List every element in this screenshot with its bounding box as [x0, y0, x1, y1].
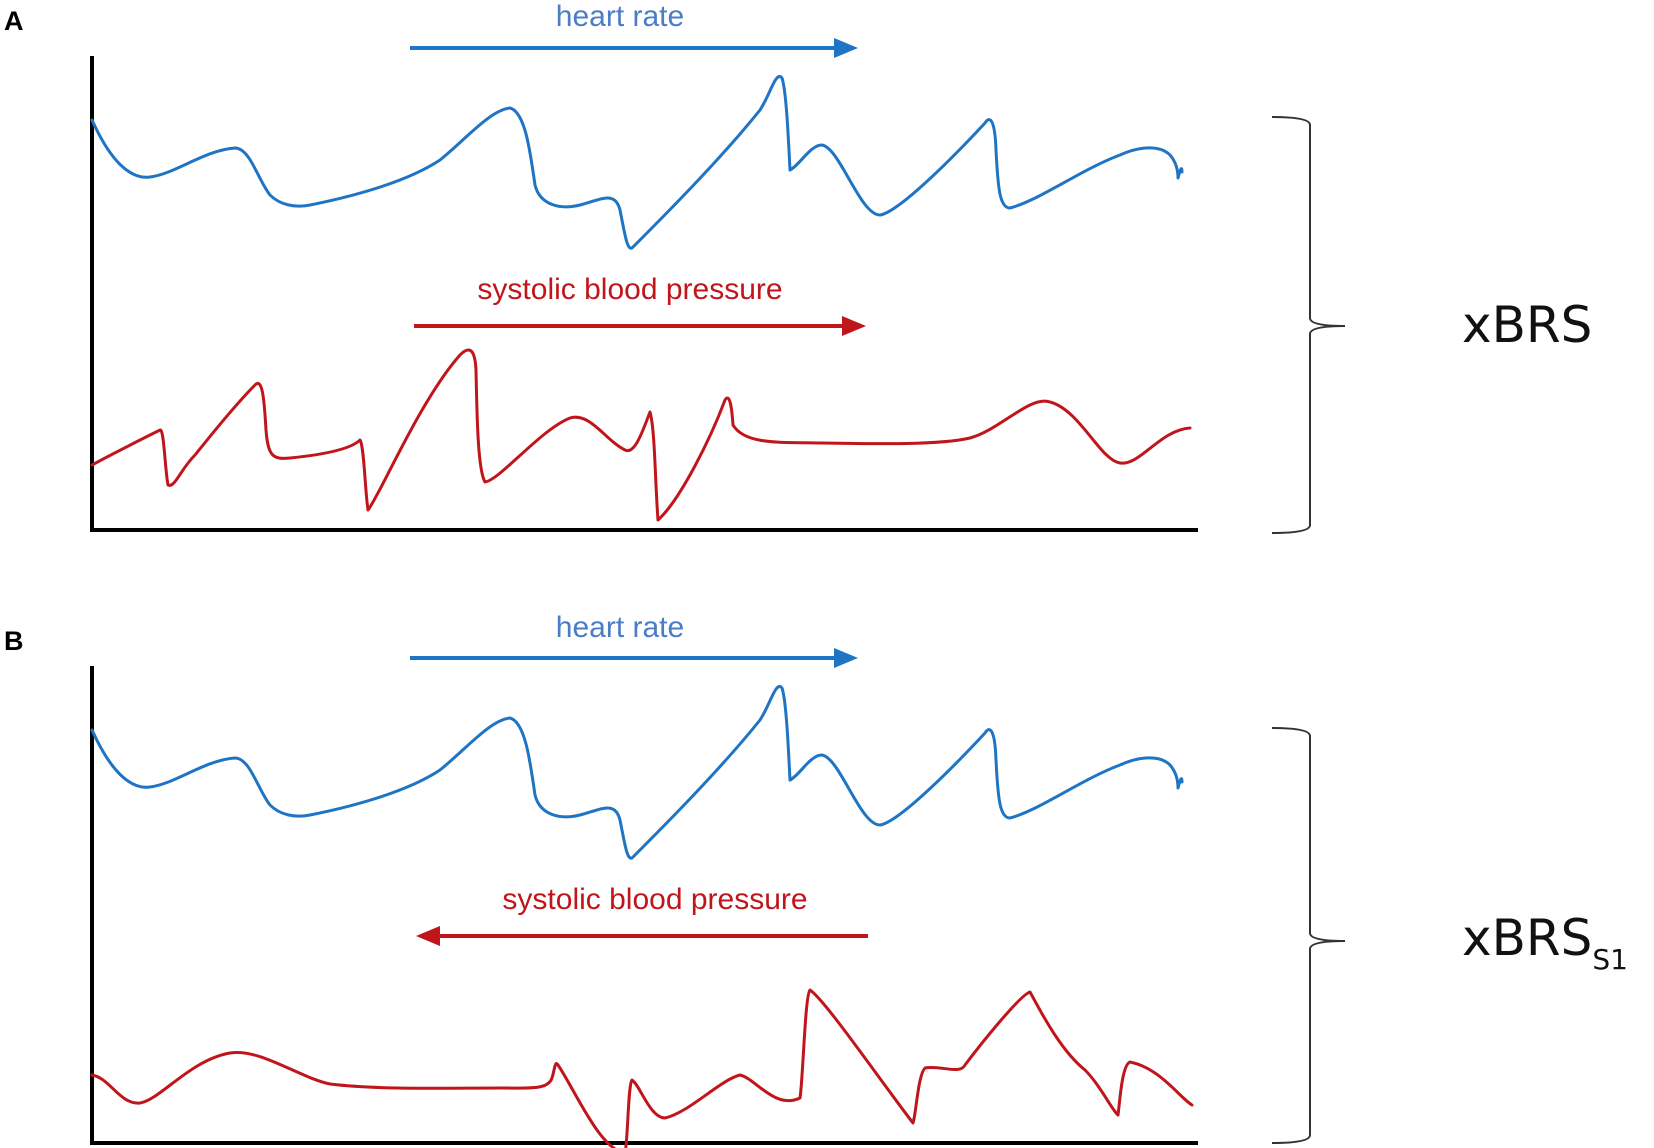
panel-b-sbp-trace [90, 988, 1194, 1148]
panel-a-xbrs-label: xBRS [1462, 296, 1592, 354]
panel-a-letter: A [4, 6, 24, 36]
panel-a-heart-rate-label: heart rate [556, 0, 684, 33]
panel-a-axes [90, 56, 1198, 532]
panel-a-heart-rate-trace [90, 74, 1184, 250]
panel-b: B heart rate systolic blood pressure xBR… [4, 611, 1628, 1148]
panel-b-bracket [1271, 727, 1346, 1144]
panel-b-heart-rate-label: heart rate [556, 611, 684, 644]
panel-b-sbp-arrow [416, 926, 868, 946]
panel-a-sbp-arrow [414, 316, 866, 336]
panel-b-xbrs-label: xBRSS1 [1462, 909, 1628, 976]
panel-a: A heart rate systolic blood pressure xBR… [4, 0, 1592, 534]
panel-b-sbp-label: systolic blood pressure [502, 883, 807, 916]
panel-a-sbp-trace [90, 348, 1192, 522]
panel-b-heart-rate-arrow [410, 648, 858, 668]
panel-b-heart-rate-trace [90, 684, 1184, 860]
panel-a-sbp-label: systolic blood pressure [477, 273, 782, 306]
panel-a-bracket [1271, 116, 1346, 534]
panel-b-letter: B [4, 626, 24, 656]
panel-b-axes [90, 666, 1198, 1145]
panel-a-heart-rate-arrow [410, 38, 858, 58]
